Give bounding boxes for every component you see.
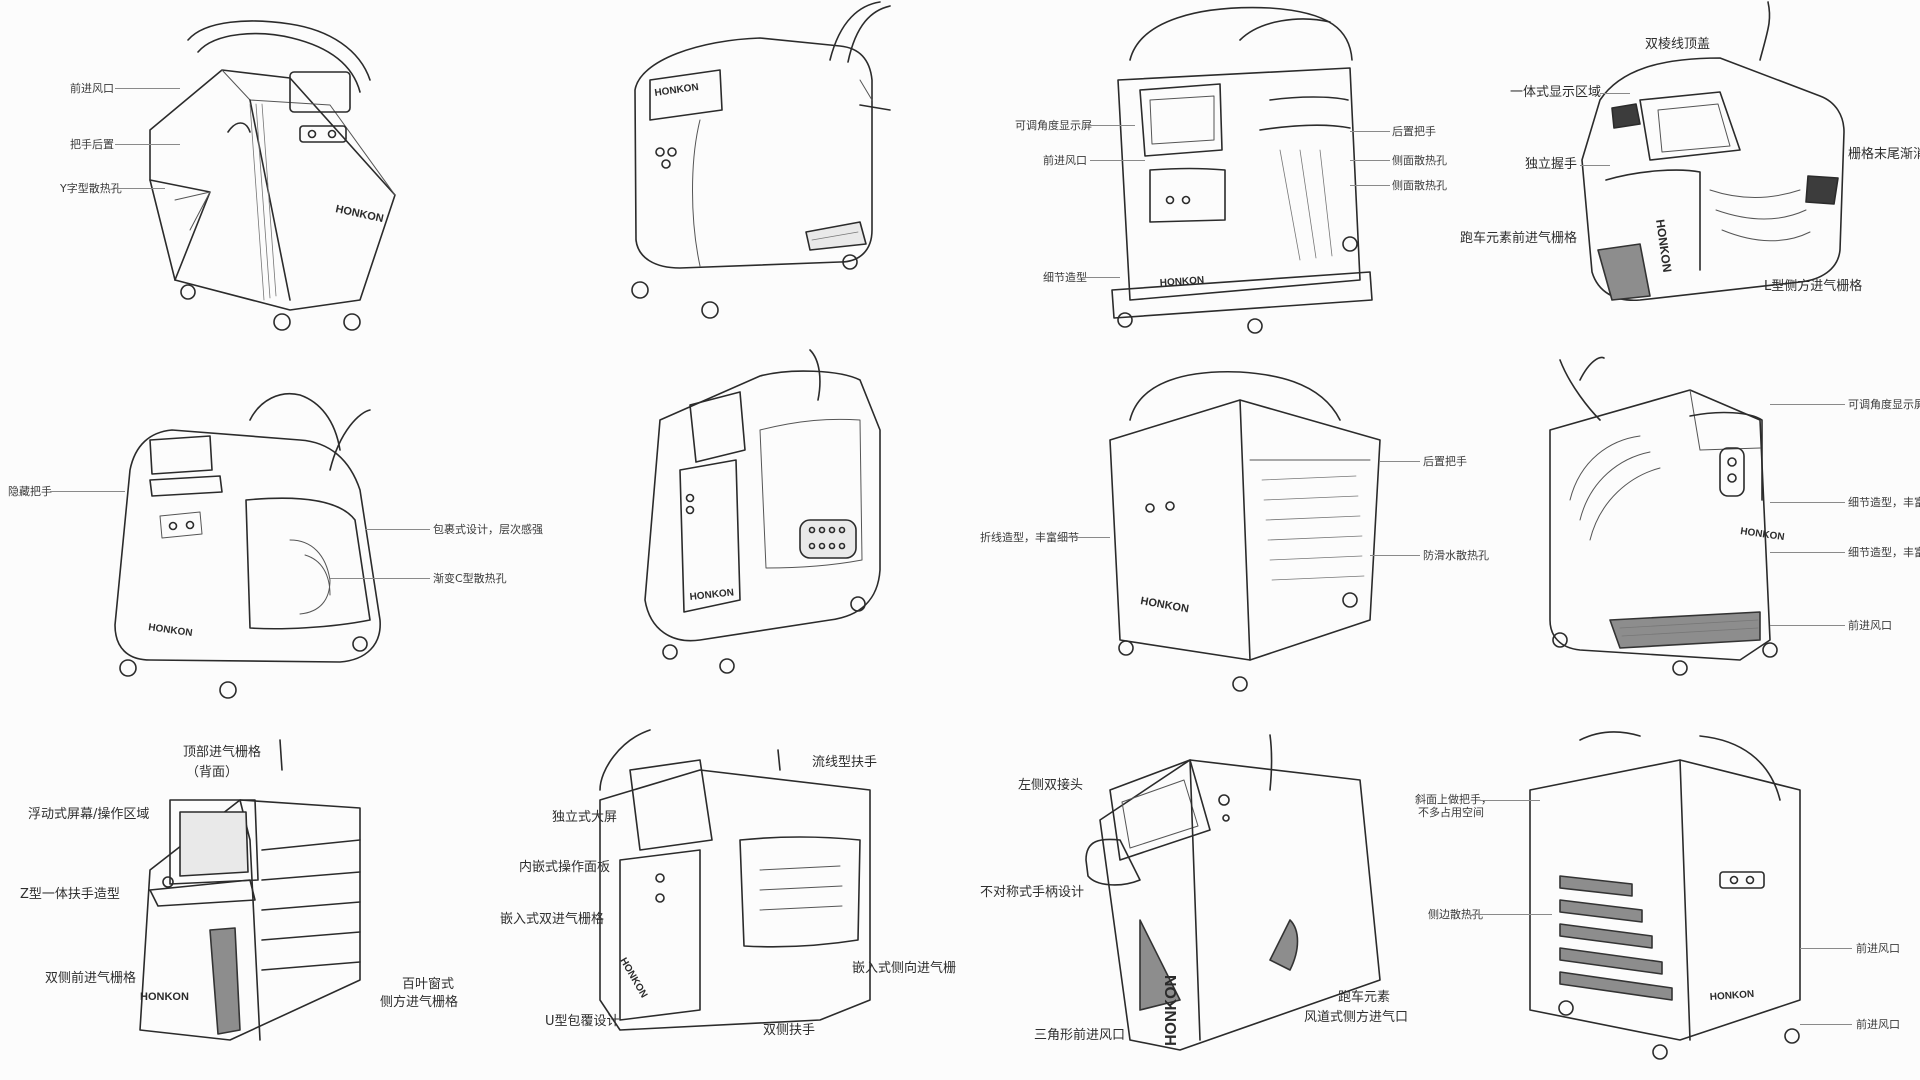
svg-text:HONKON: HONKON — [1159, 275, 1204, 289]
sketch-4-label-6: L型侧方进气栅格 — [1764, 279, 1863, 294]
sketch-5-label-1: 隐藏把手 — [8, 485, 52, 498]
sketch-7-label-1: 折线造型，丰富细节 — [980, 531, 1079, 544]
sketch-4-label-4: 栅格末尾渐消 — [1848, 147, 1920, 162]
sketch-8-label-4: 前进风口 — [1848, 619, 1892, 632]
sketch-12-label-4: 前进风口 — [1856, 942, 1900, 955]
svg-text:HONKON: HONKON — [140, 991, 189, 1003]
sketch-9-label-4: Z型一体扶手造型 — [20, 887, 120, 902]
sketch-3-label-4: 后置把手 — [1392, 125, 1436, 138]
sketch-10-label-3: 内嵌式操作面板 — [519, 860, 611, 875]
sketch-5-label-2: 包裹式设计，层次感强 — [433, 523, 543, 536]
sketch-4-label-3: 独立握手 — [1525, 157, 1578, 172]
sketch-4-device: HONKON — [1581, 1, 1845, 302]
sketch-3-label-3: 细节造型 — [1043, 271, 1087, 284]
sketch-1-label-1: 前进风口 — [70, 82, 114, 95]
sketch-12-device: HONKON — [1529, 731, 1801, 1060]
svg-text:HONKON: HONKON — [1740, 526, 1786, 543]
sketch-11-label-1: 左侧双接头 — [1018, 778, 1084, 793]
sketch-9-label-1: 顶部进气栅格 — [183, 745, 262, 760]
sketch-3-label-5: 侧面散热孔 — [1392, 154, 1447, 167]
sketch-10-label-1: 流线型扶手 — [812, 755, 878, 770]
svg-text:HONKON: HONKON — [1163, 975, 1180, 1046]
sketch-9-label-6: 百叶窗式 — [402, 977, 455, 992]
sketch-12-label-2: 不多占用空间 — [1418, 806, 1484, 819]
svg-text:HONKON: HONKON — [148, 622, 194, 639]
sketch-9-label-7: 侧方进气栅格 — [380, 995, 459, 1010]
sketch-8-label-1: 可调角度显示屏 — [1848, 398, 1920, 411]
sketch-1-label-2: 把手后置 — [70, 138, 114, 151]
sketch-2-device: HONKON — [631, 1, 891, 319]
sketch-7-device: HONKON — [1109, 370, 1381, 692]
sketch-1-label-3: Y字型散热孔 — [60, 182, 122, 195]
sketch-12-label-5: 前进风口 — [1856, 1018, 1900, 1031]
svg-text:HONKON: HONKON — [689, 587, 734, 603]
sketch-10-label-7: 双侧扶手 — [763, 1023, 816, 1038]
sketch-4-label-2: 一体式显示区域 — [1510, 85, 1602, 100]
sketch-11-label-5: 三角形前进风口 — [1034, 1028, 1126, 1043]
sketch-12-label-1: 斜面上做把手， — [1415, 793, 1492, 806]
sketch-11-label-2: 不对称式手柄设计 — [980, 885, 1085, 900]
svg-text:HONKON: HONKON — [334, 203, 384, 225]
sketch-5-label-3: 渐变C型散热孔 — [433, 572, 507, 585]
sketch-11-label-3: 跑车元素 — [1338, 990, 1391, 1005]
sketch-9-label-5: 双侧前进气栅格 — [45, 971, 137, 986]
sketch-11-label-4: 风道式侧方进气口 — [1304, 1010, 1409, 1025]
sketch-8-device: HONKON — [1549, 356, 1786, 676]
sketch-10-label-6: U型包覆设计 — [545, 1014, 620, 1029]
svg-text:HONKON: HONKON — [1139, 595, 1189, 615]
sketch-3-label-1: 可调角度显示屏 — [1015, 119, 1092, 132]
sketch-1-device: HONKON — [149, 20, 396, 331]
sketch-10-label-5: 嵌入式侧向进气栅 — [852, 961, 957, 976]
sketch-3-label-6: 侧面散热孔 — [1392, 179, 1447, 192]
sketch-3-label-2: 前进风口 — [1043, 154, 1087, 167]
sketch-8-label-3: 细节造型，丰富细 — [1848, 546, 1920, 559]
sketch-4-label-5: 跑车元素前进气栅格 — [1460, 231, 1578, 246]
sketch-10-device: HONKON — [599, 729, 871, 1031]
sketch-10-label-2: 独立式大屏 — [552, 810, 618, 825]
sketch-4-label-1: 双棱线顶盖 — [1645, 37, 1711, 52]
sketch-5-device: HONKON — [114, 393, 381, 699]
sketch-8-label-2: 细节造型，丰富细 — [1848, 496, 1920, 509]
sketch-12-label-3: 侧边散热孔 — [1428, 908, 1483, 921]
sketch-7-label-2: 后置把手 — [1423, 455, 1467, 468]
sketch-9-label-2: （背面） — [186, 765, 239, 780]
sketch-7-label-3: 防滑水散热孔 — [1423, 549, 1489, 562]
sketch-11-device: HONKON — [1085, 734, 1381, 1051]
sketch-6-device: HONKON — [644, 349, 881, 674]
svg-text:HONKON: HONKON — [654, 82, 700, 99]
svg-text:HONKON: HONKON — [1709, 989, 1754, 1003]
sketch-9-label-3: 浮动式屏幕/操作区域 — [28, 807, 150, 822]
sketch-3-device: HONKON — [1111, 6, 1373, 334]
svg-text:HONKON: HONKON — [1653, 218, 1674, 273]
sketch-9-device: HONKON — [139, 739, 361, 1041]
svg-text:HONKON: HONKON — [617, 956, 649, 1000]
sketch-10-label-4: 嵌入式双进气栅格 — [500, 912, 605, 927]
